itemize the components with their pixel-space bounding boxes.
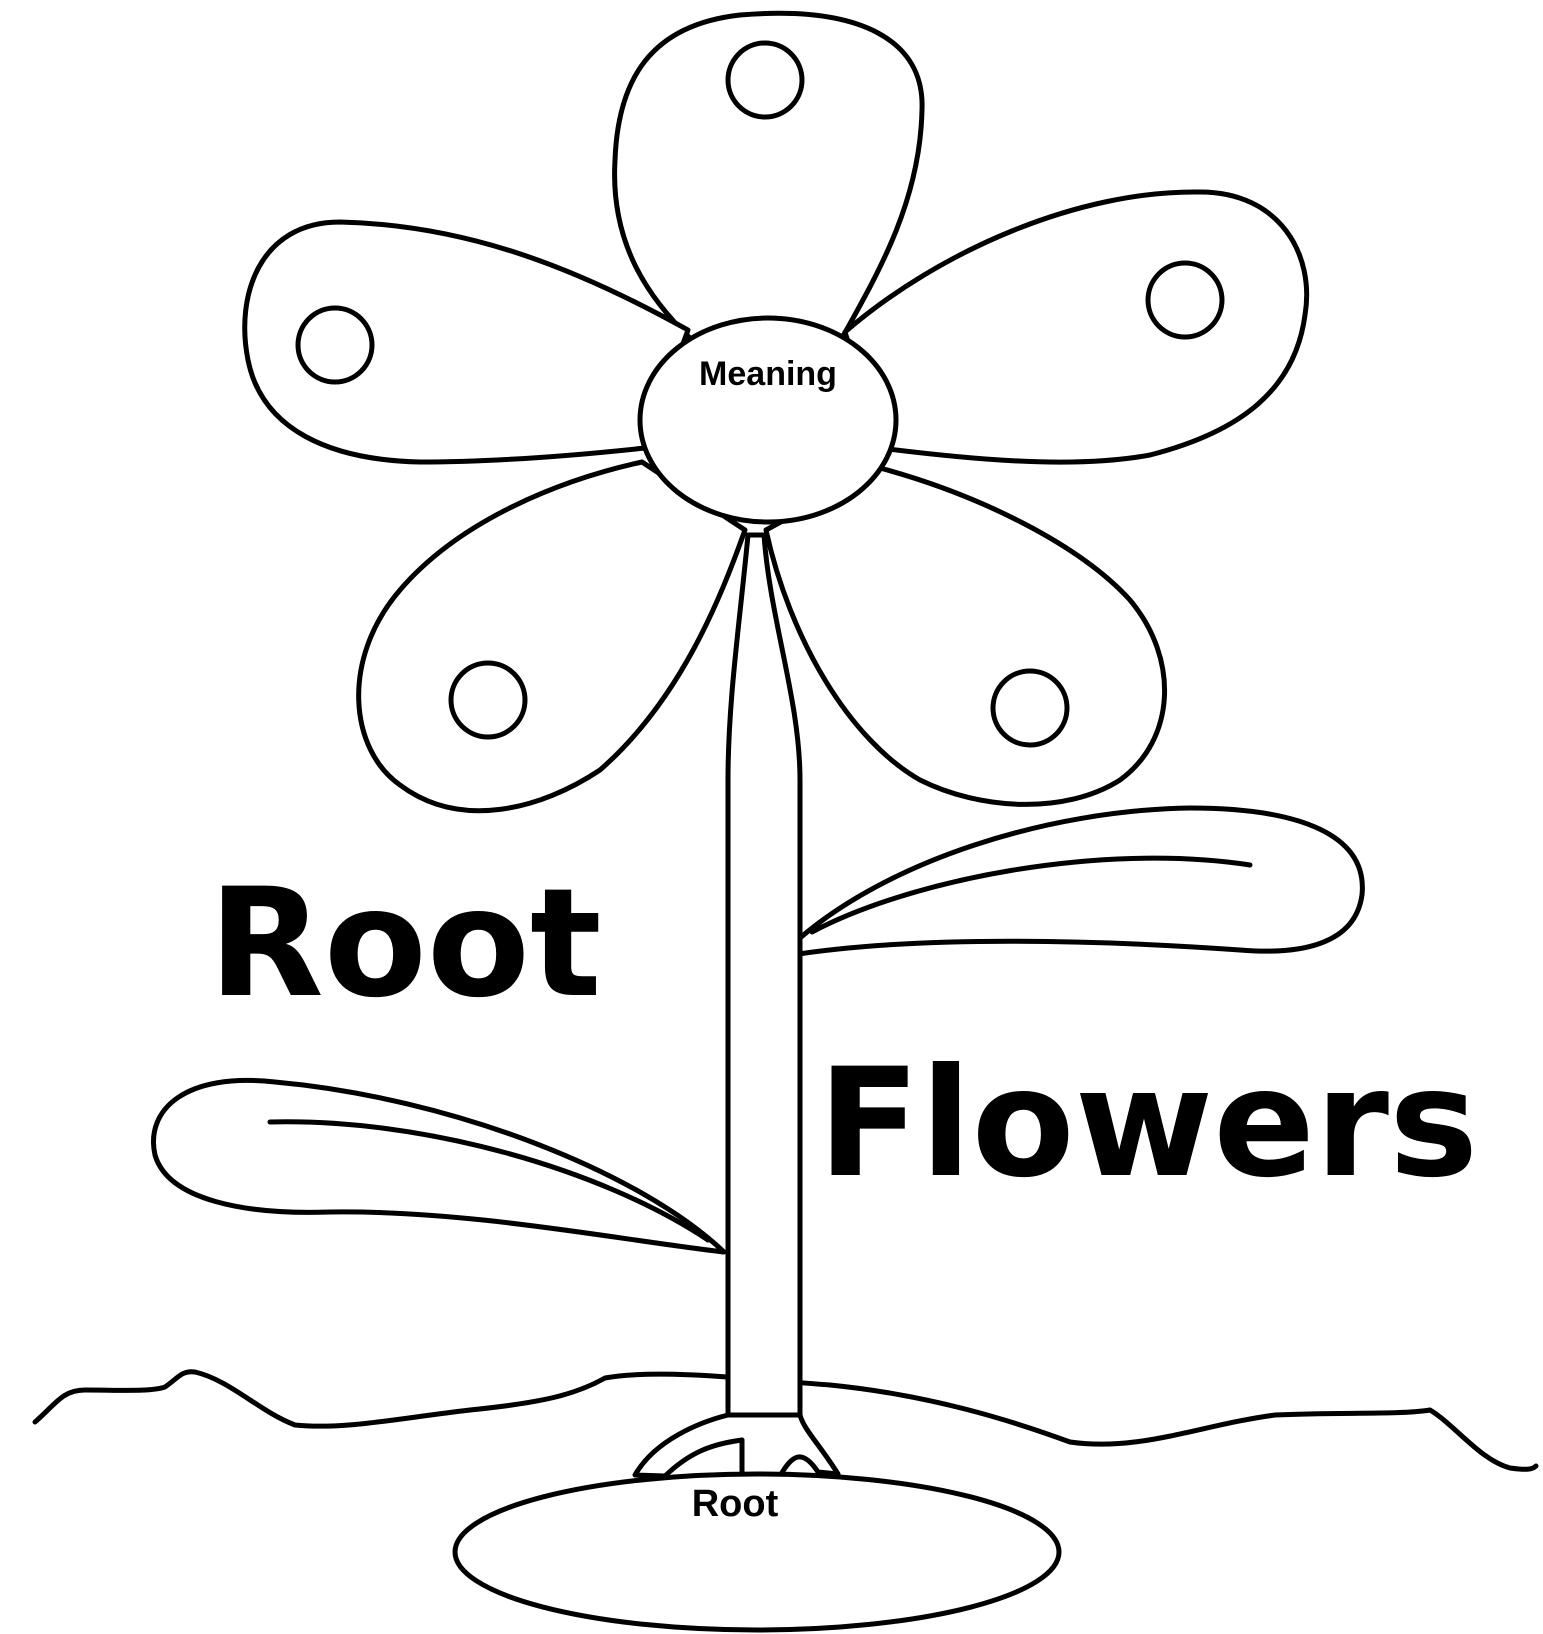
leaf-right	[792, 808, 1362, 955]
root-label: Root	[692, 1483, 779, 1525]
leaf-left	[154, 1080, 725, 1252]
title-line-1: Root	[208, 857, 601, 1031]
title-line-2: Flowers	[818, 1037, 1479, 1211]
root-strands	[635, 1415, 838, 1476]
center-meaning-label: Meaning	[699, 355, 837, 393]
petal-top	[615, 13, 923, 340]
petal-upper-right	[845, 192, 1307, 462]
petal-lower-left	[359, 462, 745, 811]
flower-stem	[728, 535, 800, 1420]
petal-upper-left	[245, 222, 688, 462]
flower-center	[640, 318, 896, 522]
petal-lower-right	[766, 468, 1165, 804]
